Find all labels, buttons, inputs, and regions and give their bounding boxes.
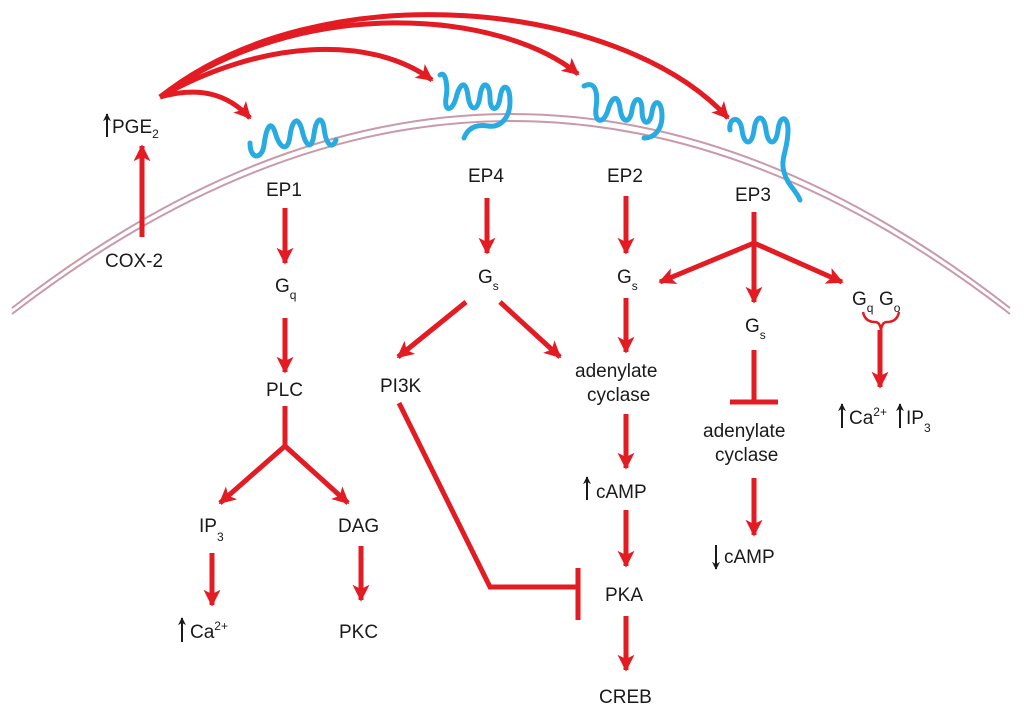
pi3k-label: PI3K [380, 376, 422, 397]
adenylate-label-2: adenylate [703, 421, 785, 442]
pge2-label: PGE2 [112, 117, 159, 141]
plc-to-dag-arrow [283, 444, 350, 505]
ep2-receptor-icon [581, 82, 665, 141]
ip3-left-label: IP3 [199, 516, 224, 544]
plc-to-ip3-arrow [218, 444, 287, 505]
gq-label: Gq [852, 289, 873, 315]
ep3-to-ep2-gs-arrow [658, 240, 755, 285]
ep3-receptor-icon [727, 115, 803, 203]
pkc-label: PKC [339, 622, 378, 643]
cell-membrane-outer [11, 113, 1011, 309]
camp-up-label: cAMP [596, 482, 647, 503]
pge2-to-ep4-arrow [158, 46, 434, 100]
gqgo-brace [861, 311, 901, 331]
ep4-receptor-icon [437, 71, 513, 141]
adenylate-label-1: adenylate [575, 361, 657, 382]
ep2-gs-label: Gs [617, 267, 638, 293]
pge2-to-ep1-arrow [159, 89, 252, 120]
plc-label: PLC [266, 380, 303, 401]
ep3-gs-label: Gs [745, 316, 766, 342]
ep1-gq-label: Gq [275, 276, 296, 302]
camp-down-label: cAMP [724, 547, 775, 568]
pge2-to-ep3-arrow [158, 12, 730, 120]
cyclase-label-1: cyclase [587, 385, 650, 406]
creb-label: CREB [599, 687, 652, 708]
dag-label: DAG [338, 516, 379, 537]
cox2-label: COX-2 [105, 251, 163, 272]
cyclase-label-2: cyclase [715, 445, 778, 466]
ep4-gs-to-adenylate-arrow [498, 300, 562, 359]
ep1-label: EP1 [266, 180, 302, 201]
ca-left-label: Ca2+ [190, 619, 228, 643]
pi3k-inhibits-pka [396, 401, 578, 590]
ep1-receptor-icon [247, 117, 339, 159]
ep4-label: EP4 [468, 166, 504, 187]
ep4-gs-label: Gs [478, 267, 499, 293]
go-label: Go [879, 289, 901, 315]
ip3-right-label: IP3 [906, 408, 931, 435]
ep3-to-gqgo-arrow [752, 240, 844, 285]
ep3-label: EP3 [735, 185, 771, 206]
pka-label: PKA [605, 585, 643, 606]
ep2-label: EP2 [607, 166, 643, 187]
cell-membrane-inner [11, 120, 1011, 315]
ca-right-label: Ca2+ [849, 405, 887, 429]
ep4-gs-to-pi3k-arrow [396, 300, 468, 359]
